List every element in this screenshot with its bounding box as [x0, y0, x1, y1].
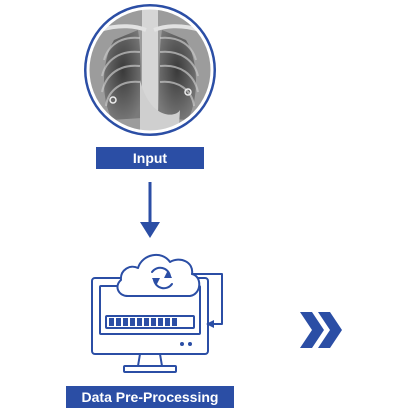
preprocessing-label: Data Pre-Processing — [66, 386, 234, 408]
computer-cloud-sync-icon — [91, 253, 223, 373]
arrow-down-icon — [140, 182, 160, 238]
chest-xray-image — [84, 4, 216, 136]
input-label: Input — [96, 147, 204, 169]
double-chevron-right-icon — [300, 312, 342, 348]
